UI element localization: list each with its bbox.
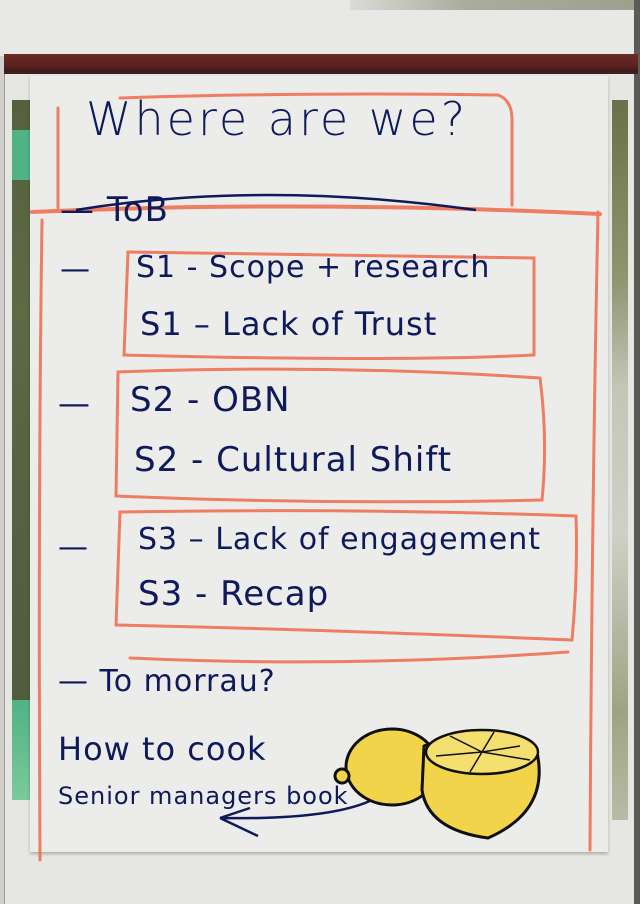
item-s2-obn: S2 - OBN	[130, 380, 291, 420]
bullet-dash: —	[58, 530, 89, 565]
list-item: — ToB	[60, 190, 169, 230]
bullet-dash: —	[58, 384, 91, 422]
lemon-icon	[333, 727, 541, 840]
list-item: — To morrau?	[58, 664, 276, 699]
item-s2-cultural: S2 - Cultural Shift	[134, 440, 453, 480]
footer-line-1: How to cook	[58, 730, 267, 768]
bullet-dash: —	[58, 664, 89, 699]
flipchart-clamp-bar	[4, 54, 638, 74]
wall-strip	[350, 0, 640, 10]
item-s1-scope: S1 - Scope + research	[136, 250, 491, 285]
item-tomorrow: To morrau?	[99, 664, 276, 699]
footer-line-2: Senior managers book	[58, 782, 349, 810]
item-s3-recap: S3 - Recap	[138, 574, 330, 614]
easel-side-left	[12, 100, 32, 800]
wall-edge-right	[634, 0, 640, 904]
item-s1-trust: S1 – Lack of Trust	[140, 305, 438, 343]
flipchart-title: Where are we?	[86, 92, 469, 146]
wall-edge-left	[0, 0, 5, 904]
arrow-icon	[219, 798, 373, 838]
bullet-dash: —	[60, 190, 95, 230]
item-tob: ToB	[106, 190, 169, 230]
easel-side-right	[612, 100, 628, 820]
item-s3-engagement: S3 – Lack of engagement	[138, 522, 542, 557]
wall-top	[0, 0, 640, 56]
bullet-dash: —	[60, 252, 91, 287]
